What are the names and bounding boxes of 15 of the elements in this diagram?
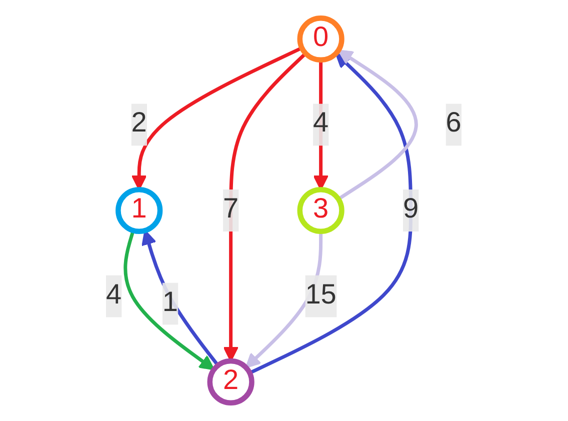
node-circle: 1 <box>116 186 163 234</box>
arrow <box>338 50 418 201</box>
node-circle: 2 <box>208 358 255 406</box>
edge-label: 2 <box>132 108 148 139</box>
node-circle: 3 <box>298 186 345 234</box>
edge-label: 7 <box>223 194 239 224</box>
arrow <box>249 52 413 375</box>
edge-label: 9 <box>403 194 419 224</box>
edge-label: 15 <box>306 280 337 310</box>
edge-label: 4 <box>106 280 122 310</box>
edge-label: 1 <box>162 288 178 318</box>
arrow <box>124 230 215 370</box>
edge-label: 4 <box>313 108 329 139</box>
node-circle: 0 <box>298 15 345 63</box>
edge-label: 6 <box>446 108 462 139</box>
